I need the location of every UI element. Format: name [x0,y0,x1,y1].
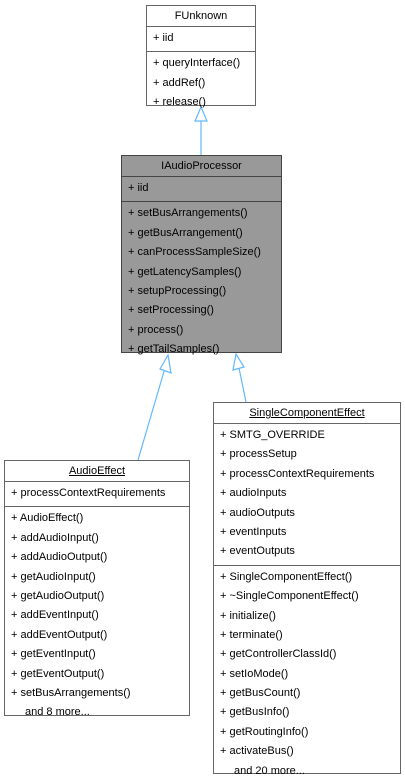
edge-arrowhead [194,105,208,122]
method-row: + getAudioOutput() [11,589,105,602]
method-row: + getBusCount() [220,687,301,700]
attributes-section: + processContextRequirements [5,481,189,506]
method-row: + getRoutingInfo() [220,725,309,738]
method-row: + setProcessing() [128,304,214,317]
methods-section: + AudioEffect() + addAudioInput() + addA… [5,506,189,725]
method-row: + AudioEffect() [11,512,84,525]
method-row: + setupProcessing() [128,284,227,297]
method-row: + getBusArrangement() [128,226,243,239]
attributes-section: + iid [147,26,255,51]
method-row: + getAudioInput() [11,570,96,583]
method-row: + SingleComponentEffect() [220,570,353,583]
attribute-row: + eventInputs [220,525,287,538]
method-row: + queryInterface() [153,57,241,70]
method-row: + addAudioOutput() [11,551,108,564]
method-row: + release() [153,96,206,109]
method-row: + setBusArrangements() [128,207,248,220]
attributes-section: + iid [122,176,281,201]
method-row: + terminate() [220,628,283,641]
edge-arrowhead [232,352,245,371]
class-name-text: SingleComponentEffect [249,407,365,419]
attribute-row: + processContextRequirements [220,467,375,480]
attribute-row: + eventOutputs [220,545,295,558]
attribute-row: + SMTG_OVERRIDE [220,429,325,441]
method-row: + activateBus() [220,745,294,758]
method-row: + getBusInfo() [220,706,290,719]
attributes-section: + SMTG_OVERRIDE + processSetup + process… [214,423,400,565]
method-row: + addRef() [153,76,206,89]
class-name[interactable]: AudioEffect [5,461,189,481]
attribute-row: + processSetup [220,448,297,461]
edge-singlecomponenteffect-to-iaudioprocessor [238,367,247,403]
class-name[interactable]: SingleComponentEffect [214,403,400,423]
attribute-row: + audioInputs [220,487,287,500]
class-singlecomponenteffect[interactable]: SingleComponentEffect + SMTG_OVERRIDE + … [213,402,401,777]
methods-section: + setBusArrangements() + getBusArrangeme… [122,201,281,362]
method-row: + ~SingleComponentEffect() [220,590,359,603]
method-row: + addEventInput() [11,609,99,622]
class-name: FUnknown [174,10,228,22]
method-row: + setIoMode() [220,667,289,680]
more-members-link[interactable]: and 8 more... [25,706,90,719]
edge-audioeffect-to-iaudioprocessor [137,367,166,461]
method-row: + getControllerClassId() [220,648,337,661]
attribute-row: + iid [153,32,174,44]
method-row: + getEventOutput() [11,667,105,680]
edge-arrowhead [159,353,172,374]
methods-section: + queryInterface() + addRef() + release(… [147,51,255,115]
class-iaudioprocessor[interactable]: IAudioProcessor + iid + setBusArrangemen… [121,155,282,355]
method-row: + getLatencySamples() [128,265,242,278]
methods-section: + SingleComponentEffect() + ~SingleCompo… [214,564,400,784]
attribute-row: + iid [128,182,149,194]
class-funknown[interactable]: FUnknown + iid + queryInterface() + addR… [146,5,256,108]
method-row: + getEventInput() [11,648,96,661]
attribute-row: + audioOutputs [220,506,295,519]
method-row: + canProcessSampleSize() [128,246,261,259]
method-row: + setBusArrangements() [11,686,131,699]
class-audioeffect[interactable]: AudioEffect + processContextRequirements… [4,460,190,718]
method-row: + addAudioInput() [11,531,99,544]
attribute-row: + processContextRequirements [11,487,166,499]
method-row: + initialize() [220,609,276,622]
method-row: + getTailSamples() [128,343,220,356]
class-name-text: AudioEffect [68,465,126,477]
class-name: IAudioProcessor [161,160,242,172]
more-members-link[interactable]: and 20 more... [234,764,305,777]
method-row: + addEventOutput() [11,628,108,641]
method-row: + process() [128,323,184,336]
